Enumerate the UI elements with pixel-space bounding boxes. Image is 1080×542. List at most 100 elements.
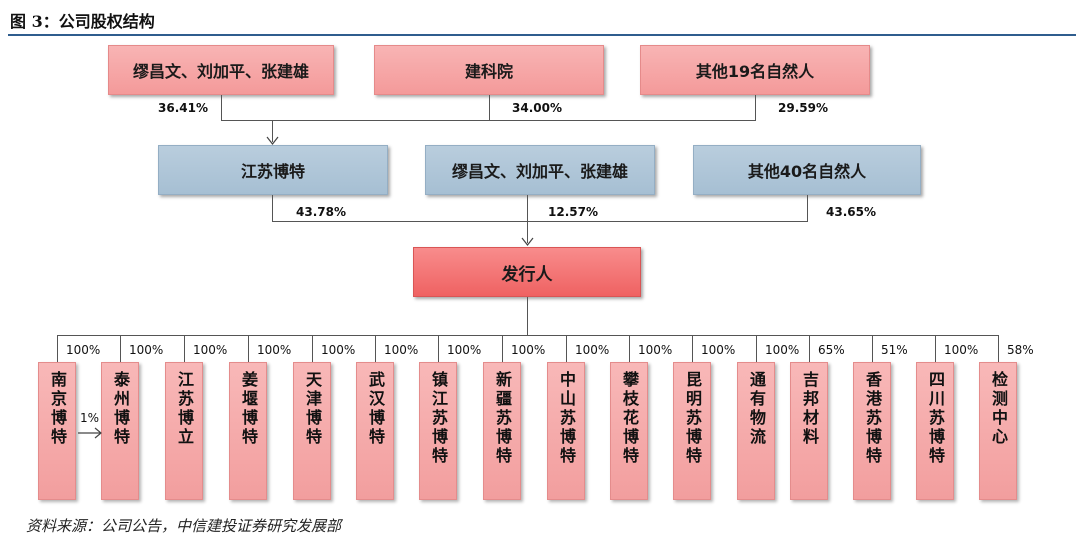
- subsidiary-pct: 100%: [321, 343, 356, 357]
- subsidiary-pct: 100%: [511, 343, 546, 357]
- figure-title: 图 3：公司股权结构: [10, 12, 155, 31]
- connector: [272, 195, 273, 221]
- connector: [312, 335, 313, 362]
- subsidiary-name: 天津博特: [303, 371, 322, 447]
- shareholder-box-2: 建科院: [374, 45, 604, 95]
- holding-name: 其他40名自然人: [747, 162, 867, 181]
- issuer-box: 发行人: [413, 247, 641, 297]
- connector: [998, 335, 999, 362]
- share-pct: 29.59%: [778, 101, 828, 115]
- connector: [438, 335, 439, 362]
- connector: [502, 335, 503, 362]
- subsidiary-name: 四川苏博特: [926, 371, 945, 466]
- holding-name: 缪昌文、刘加平、张建雄: [451, 162, 628, 181]
- subsidiary-pct: 100%: [575, 343, 610, 357]
- subsidiary-name: 南京博特: [48, 371, 67, 447]
- connector: [248, 335, 249, 362]
- source-note: 资料来源：公司公告，中信建投证券研究发展部: [26, 517, 342, 535]
- subsidiary-name: 泰州博特: [111, 371, 130, 447]
- subsidiary-pct: 100%: [701, 343, 736, 357]
- subsidiary-name: 香港苏博特: [863, 371, 882, 466]
- connector: [221, 120, 756, 121]
- subsidiary-pct: 100%: [638, 343, 673, 357]
- subsidiary-name: 姜堰博特: [239, 371, 258, 447]
- subsidiary-name: 江苏博立: [175, 371, 194, 447]
- subsidiary-box: 江苏博立: [165, 362, 203, 500]
- connector: [629, 335, 630, 362]
- subsidiary-name: 中山苏博特: [557, 371, 576, 466]
- subsidiary-box: 香港苏博特: [853, 362, 891, 500]
- subsidiary-pct: 65%: [818, 343, 845, 357]
- connector: [57, 335, 58, 362]
- connector: [527, 297, 528, 335]
- subsidiary-box: 吉邦材料: [790, 362, 828, 500]
- subsidiary-box: 姜堰博特: [229, 362, 267, 500]
- connector: [755, 95, 756, 120]
- arrow-right-icon: [78, 427, 102, 439]
- connector: [756, 335, 757, 362]
- subsidiary-pct: 51%: [881, 343, 908, 357]
- subsidiary-pct: 100%: [66, 343, 101, 357]
- holding-box-2: 缪昌文、刘加平、张建雄: [425, 145, 655, 195]
- subsidiary-pct: 100%: [257, 343, 292, 357]
- arrow-down-icon: [521, 237, 534, 246]
- connector: [272, 120, 273, 142]
- issuer-name: 发行人: [501, 264, 553, 285]
- subsidiary-pct: 100%: [765, 343, 800, 357]
- subsidiary-box: 昆明苏博特: [673, 362, 711, 500]
- subsidiary-name: 昆明苏博特: [683, 371, 702, 466]
- connector: [807, 195, 808, 221]
- subsidiary-box: 南京博特: [38, 362, 76, 500]
- subsidiary-pct: 100%: [129, 343, 164, 357]
- arrow-down-icon: [266, 136, 279, 145]
- subsidiary-box: 四川苏博特: [916, 362, 954, 500]
- share-pct: 36.41%: [158, 101, 208, 115]
- subsidiary-pct: 58%: [1007, 343, 1034, 357]
- connector: [272, 221, 808, 222]
- subsidiary-box: 镇江苏博特: [419, 362, 457, 500]
- shareholder-box-1: 缪昌文、刘加平、张建雄: [108, 45, 334, 95]
- cross-holding-pct: 1%: [80, 411, 100, 425]
- holding-box-3: 其他40名自然人: [693, 145, 921, 195]
- subsidiary-name: 武汉博特: [366, 371, 385, 447]
- subsidiary-name: 通有物流: [747, 371, 766, 447]
- subsidiary-pct: 100%: [384, 343, 419, 357]
- connector: [375, 335, 376, 362]
- share-pct: 43.65%: [826, 205, 876, 219]
- connector: [184, 335, 185, 362]
- title-rule: [8, 34, 1076, 36]
- connector: [809, 335, 810, 362]
- shareholder-name: 其他19名自然人: [695, 62, 815, 81]
- subsidiary-box: 检测中心: [979, 362, 1017, 500]
- connector: [120, 335, 121, 362]
- connector: [527, 195, 528, 221]
- subsidiary-box: 武汉博特: [356, 362, 394, 500]
- connector: [566, 335, 567, 362]
- share-pct: 12.57%: [548, 205, 598, 219]
- subsidiary-box: 泰州博特: [101, 362, 139, 500]
- subsidiary-name: 新疆苏博特: [493, 371, 512, 466]
- share-pct: 34.00%: [512, 101, 562, 115]
- holding-box-1: 江苏博特: [158, 145, 388, 195]
- shareholder-box-3: 其他19名自然人: [640, 45, 870, 95]
- connector: [221, 95, 222, 120]
- connector: [489, 95, 490, 120]
- subsidiary-box: 天津博特: [293, 362, 331, 500]
- subsidiary-pct: 100%: [447, 343, 482, 357]
- subsidiary-pct: 100%: [944, 343, 979, 357]
- subsidiary-box: 通有物流: [737, 362, 775, 500]
- subsidiary-pct: 100%: [193, 343, 228, 357]
- subsidiary-name: 检测中心: [989, 371, 1008, 447]
- connector: [57, 335, 998, 336]
- connector: [692, 335, 693, 362]
- subsidiary-name: 镇江苏博特: [429, 371, 448, 466]
- shareholder-name: 建科院: [464, 62, 513, 81]
- subsidiary-box: 新疆苏博特: [483, 362, 521, 500]
- connector: [872, 335, 873, 362]
- shareholder-name: 缪昌文、刘加平、张建雄: [132, 62, 309, 81]
- connector: [935, 335, 936, 362]
- holding-name: 江苏博特: [240, 162, 305, 181]
- subsidiary-name: 攀枝花博特: [620, 371, 639, 466]
- subsidiary-box: 中山苏博特: [547, 362, 585, 500]
- subsidiary-name: 吉邦材料: [800, 371, 819, 447]
